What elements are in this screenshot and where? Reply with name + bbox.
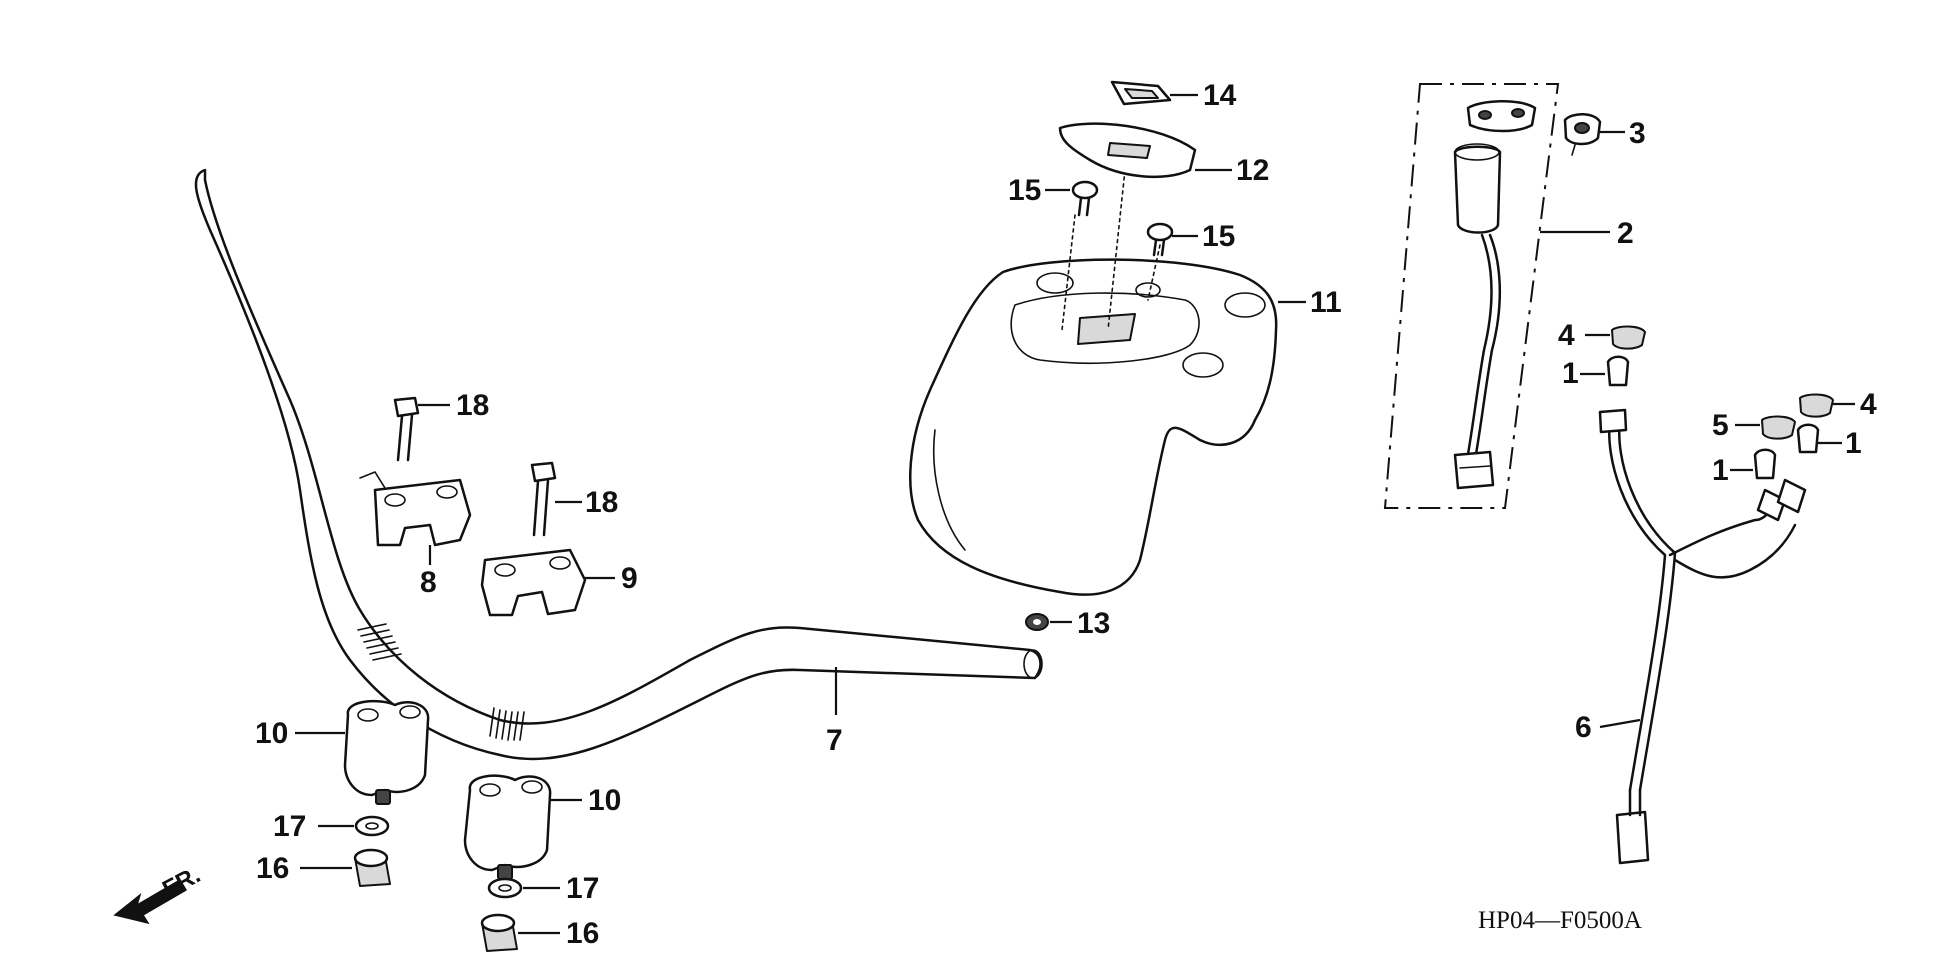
bulb-1-lower [1730, 448, 1777, 480]
harness-wire-main-b [1618, 418, 1677, 792]
socket-cap-3 [1563, 113, 1625, 156]
socket-body [1453, 145, 1502, 234]
handlebar-cover [909, 169, 1306, 596]
leader-6 [1599, 718, 1641, 729]
callout-14: 14 [1203, 79, 1237, 112]
callout-9: 9 [621, 562, 638, 595]
handlebar-end [1023, 649, 1043, 679]
handlebar [194, 168, 1043, 761]
cover-screw-hole-left [1036, 272, 1074, 294]
callout-6: 6 [1575, 711, 1592, 744]
callout-7: 7 [826, 724, 843, 757]
callout-16a: 16 [256, 852, 289, 885]
callout-8: 8 [420, 566, 437, 599]
harness-connector [1615, 810, 1650, 865]
handlebar-cover-outline [909, 258, 1278, 596]
bolt-18-lower [530, 461, 582, 537]
cover-socket-hole-lower [1182, 352, 1224, 378]
socket-assembly-2 [1383, 83, 1610, 509]
plate-14 [1110, 80, 1198, 106]
cover-display-opening [1077, 313, 1136, 345]
callout-10a: 10 [255, 717, 288, 750]
upper-holder-9 [480, 548, 615, 617]
harness-branch-2 [1673, 523, 1797, 579]
nut-16-left [300, 848, 391, 887]
socket-connector [1453, 450, 1495, 490]
washer-17-right [487, 877, 560, 899]
guide-15b [1147, 244, 1161, 301]
callout-12: 12 [1236, 154, 1269, 187]
grommet-13 [1025, 613, 1072, 631]
assembly-dashed-boundary [1383, 83, 1560, 509]
callout-13: 13 [1077, 607, 1110, 640]
callout-16b: 16 [566, 917, 599, 950]
bulb-socket-5 [1735, 415, 1796, 440]
callout-2: 2 [1617, 217, 1634, 250]
handlebar-outline [194, 168, 1042, 761]
harness-bulb-socket-a [1598, 408, 1628, 434]
callout-17a: 17 [273, 810, 306, 843]
bulb-socket-4-upper [1585, 325, 1646, 350]
callout-10b: 10 [588, 784, 621, 817]
handlebar-knurl-right [489, 707, 525, 741]
upper-holder-8 [359, 471, 472, 565]
nut-16-right [480, 913, 560, 952]
callout-15b: 15 [1202, 220, 1235, 253]
socket-wire [1473, 233, 1502, 462]
callout-4b: 4 [1860, 388, 1877, 421]
washer-17-left [318, 815, 390, 837]
callout-1a: 1 [1562, 357, 1579, 390]
guide-15a [1061, 214, 1076, 331]
handlebar-knurl-left [357, 623, 402, 661]
harness-wire-main-a [1608, 418, 1667, 792]
callout-1c: 1 [1712, 454, 1729, 487]
guide-12 [1107, 169, 1126, 331]
panel-12 [1058, 122, 1232, 179]
cover-top-recess [1010, 292, 1200, 364]
callout-18a: 18 [456, 389, 489, 422]
wire-harness-6 [1598, 408, 1807, 865]
lower-holder-10-left [295, 699, 430, 805]
screw-15-right [1146, 222, 1198, 257]
bulb-socket-4-right [1799, 393, 1855, 418]
bolt-18-upper [393, 396, 450, 462]
callout-1b: 1 [1845, 427, 1862, 460]
screw-15-left [1045, 180, 1099, 217]
cover-socket-hole-upper [1224, 292, 1266, 318]
harness-branch-1 [1668, 503, 1777, 557]
lower-holder-10-right [463, 774, 582, 880]
callout-18b: 18 [585, 486, 618, 519]
harness-bulb-socket-c [1776, 478, 1807, 514]
cover-screw-hole-right [1135, 282, 1161, 298]
callout-5: 5 [1712, 409, 1729, 442]
front-arrow-icon [113, 878, 188, 925]
cover-side-edge [932, 429, 966, 551]
socket-wire-b [1465, 233, 1493, 462]
callout-15a: 15 [1008, 174, 1041, 207]
diagram-code: HP04—F0500A [1478, 907, 1642, 934]
socket-cap [1466, 100, 1537, 133]
callout-17b: 17 [566, 872, 599, 905]
bulb-1-upper [1580, 355, 1630, 387]
callout-3: 3 [1629, 117, 1646, 150]
bulb-1-right [1796, 423, 1842, 454]
front-direction-arrow: FR. [113, 861, 205, 925]
callout-11: 11 [1310, 286, 1342, 319]
callout-labels: 1 1 1 2 3 4 4 5 6 7 8 9 10 10 11 12 13 1… [255, 79, 1877, 950]
callout-4a: 4 [1558, 319, 1575, 352]
